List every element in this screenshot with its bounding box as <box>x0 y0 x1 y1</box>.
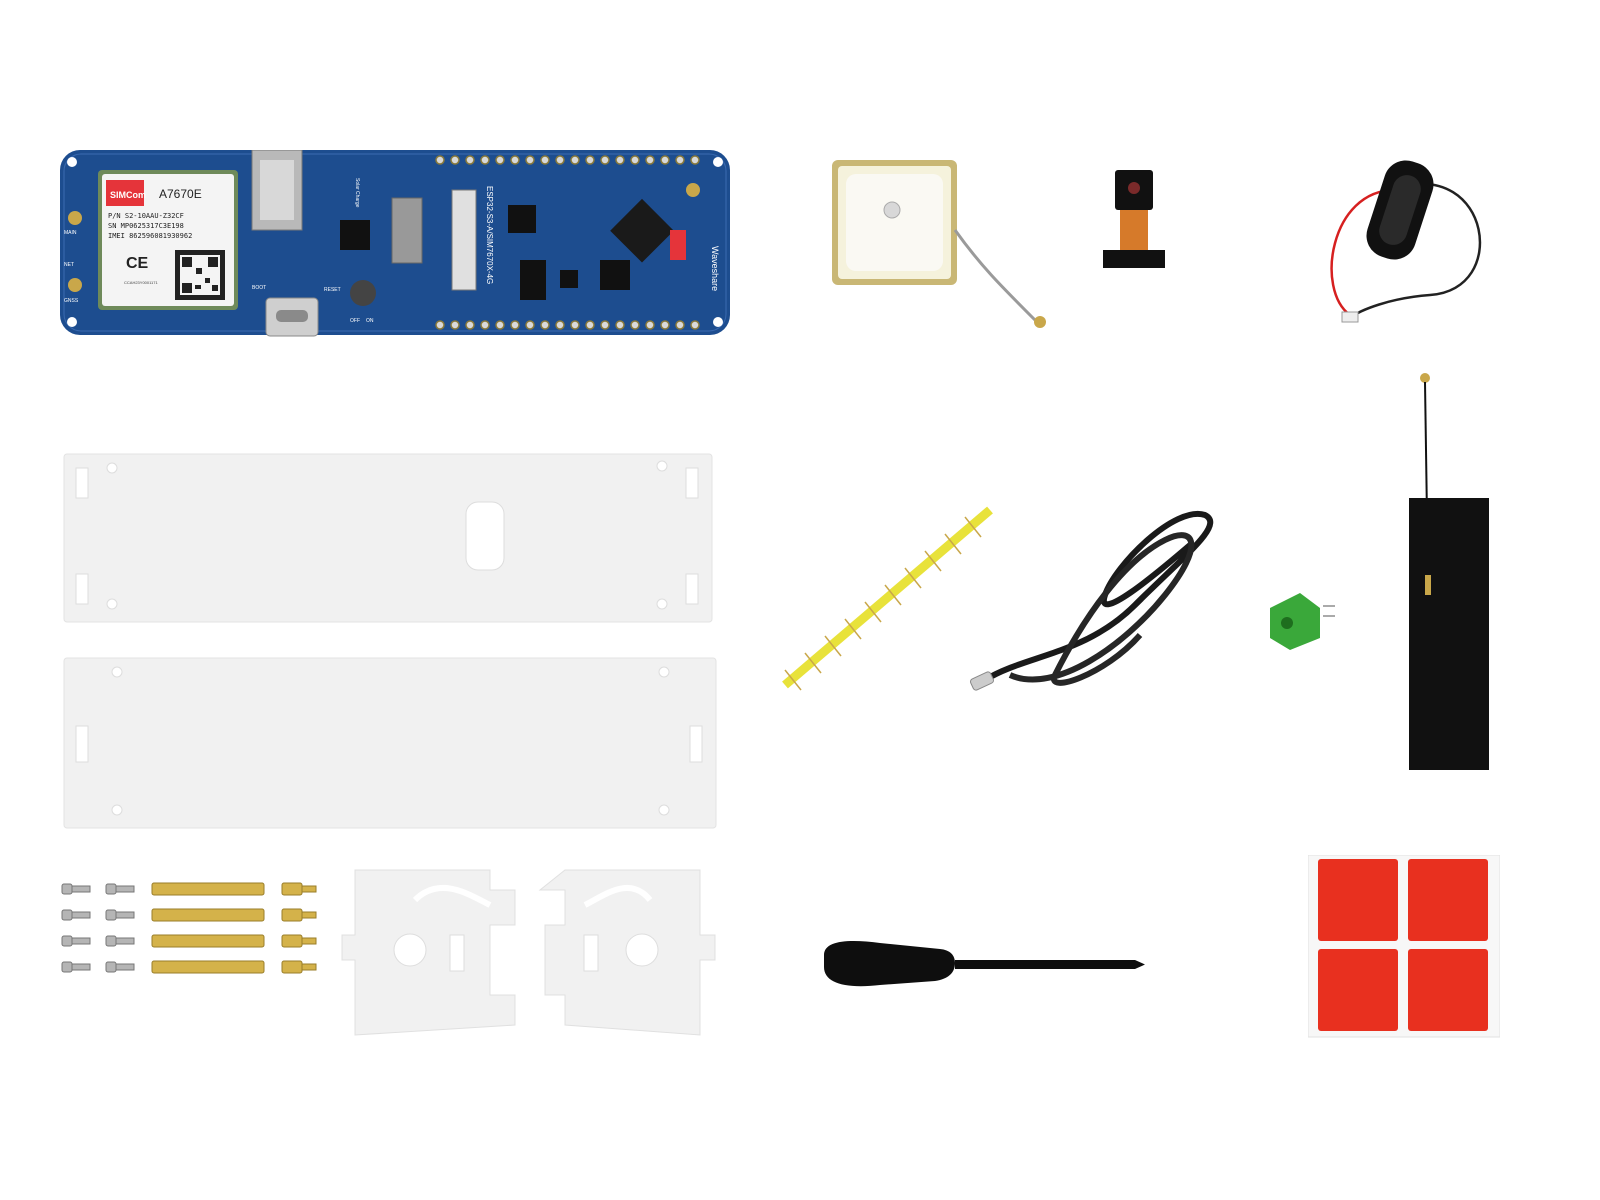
acrylic-brackets <box>341 869 716 1036</box>
label-off: OFF <box>350 318 360 324</box>
label-gnss: GNSS <box>64 298 79 304</box>
pin-header <box>782 506 993 691</box>
screws-standoffs <box>61 882 317 974</box>
module-sn: SN MP0625317C3E198 <box>108 222 184 230</box>
screwdriver <box>824 940 1145 987</box>
fpc-antenna <box>1409 373 1489 770</box>
module-cert: CCAH23Y0001171 <box>124 280 158 285</box>
module-model: A7670E <box>159 187 202 201</box>
camera-module <box>1103 170 1165 268</box>
label-waveshare: Waveshare <box>710 246 720 292</box>
acrylic-plate-bottom <box>63 657 717 829</box>
gps-antenna <box>832 160 1046 328</box>
usb-c-cable <box>969 510 1214 691</box>
label-reset: RESET <box>324 287 341 293</box>
label-solar-charge: Solar Charge <box>354 178 360 208</box>
terminal-block <box>1270 593 1335 650</box>
label-on: ON <box>366 318 374 324</box>
label-main: MAIN <box>64 230 77 236</box>
label-boot: BOOT <box>252 285 267 291</box>
speaker <box>1330 160 1482 323</box>
label-net: NET <box>64 262 74 268</box>
module-imei: IMEI 862596081930962 <box>108 232 193 240</box>
module-pn: P/N S2-10AAU-Z32CF <box>108 212 184 220</box>
board-graphic <box>60 149 730 337</box>
adhesive-pads <box>1308 855 1500 1038</box>
module-ce-mark: CE <box>126 255 149 272</box>
esp32-sim7670-board: SIMCom A7670E P/N S2-10AAU-Z32CF SN MP06… <box>60 149 730 340</box>
label-esp32: ESP32-S3-A/SIM7670X-4G <box>485 186 494 285</box>
acrylic-plate-top <box>63 453 713 623</box>
brand-badge: SIMCom <box>110 190 146 200</box>
